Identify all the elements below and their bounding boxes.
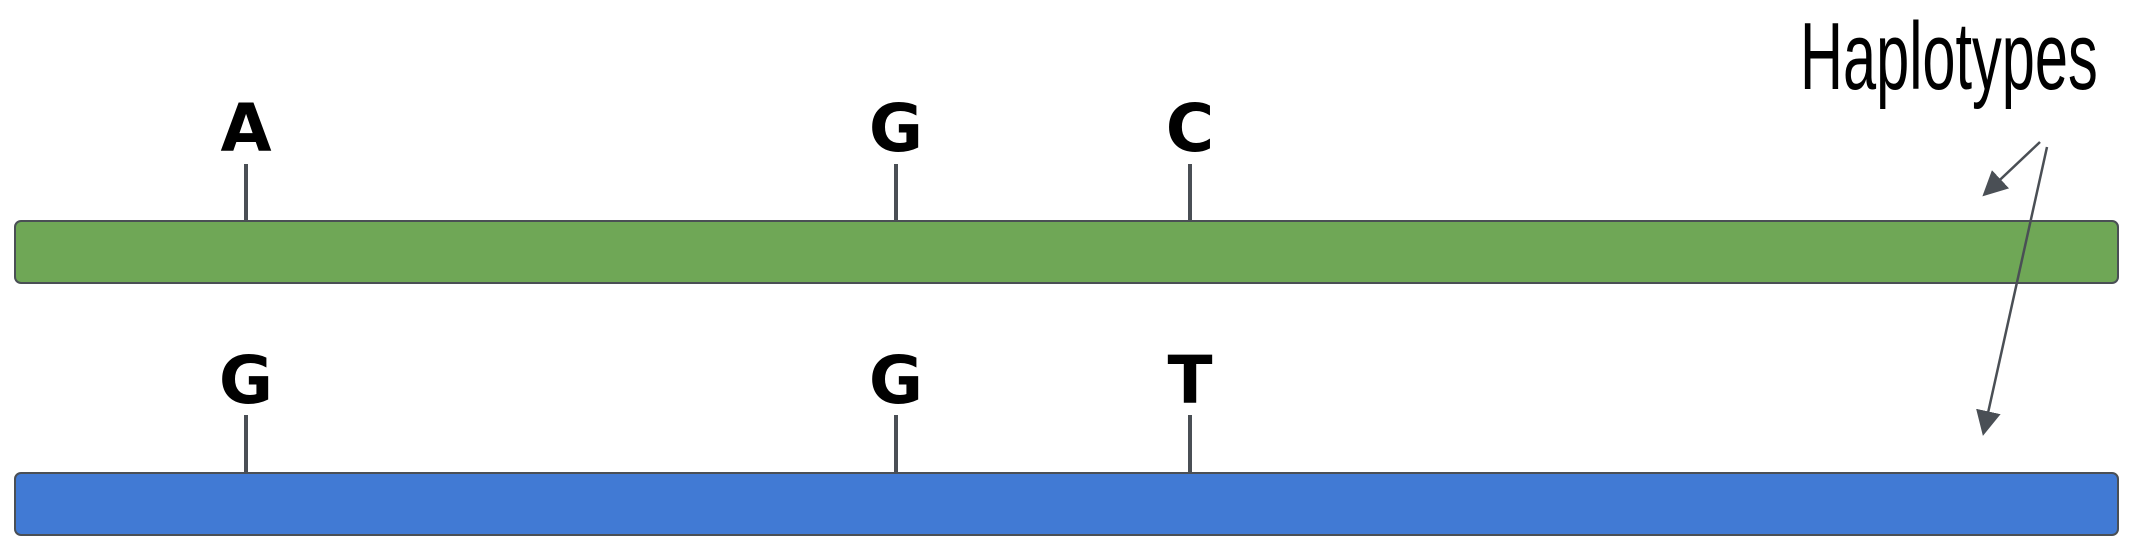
allele-label: G bbox=[868, 90, 924, 167]
snp-tick bbox=[1188, 415, 1192, 473]
allele-label: G bbox=[868, 342, 924, 419]
allele-label: C bbox=[1165, 90, 1215, 167]
snp-tick bbox=[894, 164, 898, 222]
haplotypes-label: Haplotypes bbox=[1800, 3, 2098, 110]
allele-label: T bbox=[1167, 342, 1213, 419]
allele-label: G bbox=[218, 342, 274, 419]
snp-tick bbox=[894, 415, 898, 473]
snp-tick bbox=[1188, 164, 1192, 222]
haplotype-bar-blue bbox=[14, 472, 2119, 536]
haplotype-bar-green bbox=[14, 220, 2119, 284]
arrow-to-top-haplotype bbox=[1982, 141, 2041, 197]
snp-tick bbox=[244, 415, 248, 473]
allele-label: A bbox=[220, 90, 272, 167]
arrow-to-bottom-haplotype bbox=[1976, 146, 2049, 436]
snp-tick bbox=[244, 164, 248, 222]
